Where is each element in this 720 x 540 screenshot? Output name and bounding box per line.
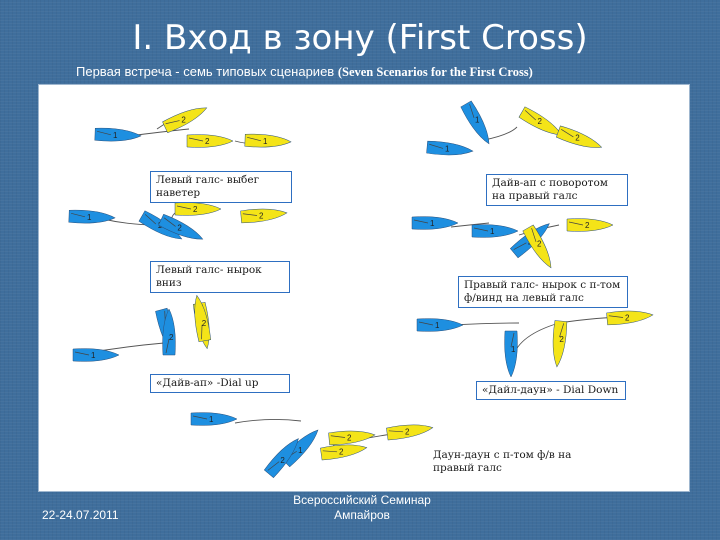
boat-yellow: 2 <box>186 134 234 148</box>
boat-blue: 1 <box>68 209 116 224</box>
scenario-panel: 122111221122211222122211122112222 Левый … <box>38 84 690 492</box>
boat-yellow: 2 <box>174 202 222 216</box>
svg-text:1: 1 <box>475 116 480 125</box>
wake <box>234 418 302 424</box>
boat-blue: 2 <box>158 213 204 240</box>
boat-yellow: 2 <box>240 208 288 224</box>
boat-blue: 1 <box>411 216 459 230</box>
boat-yellow: 2 <box>566 218 614 232</box>
boat-blue: 1 <box>460 100 490 145</box>
boat-blue: 1 <box>416 318 464 332</box>
footer-seminar-line2: Ампайров <box>334 508 390 522</box>
svg-text:2: 2 <box>177 223 182 232</box>
footer-date: 22-24.07.2011 <box>42 508 119 522</box>
scenario-label-3: Левый галс- нырок вниз <box>150 261 290 293</box>
boat-blue: 1 <box>94 127 142 142</box>
boat-blue: 2 <box>162 308 176 356</box>
svg-text:1: 1 <box>87 213 92 222</box>
boat-yellow: 2 <box>552 320 568 368</box>
boat-yellow: 2 <box>194 294 212 342</box>
boat-yellow: 1 <box>244 133 292 148</box>
boat-yellow: 2 <box>162 107 208 134</box>
slide-title: I. Вход в зону (First Cross) <box>132 18 588 58</box>
svg-text:2: 2 <box>405 428 410 437</box>
svg-text:2: 2 <box>339 448 344 457</box>
svg-text:2: 2 <box>625 313 630 322</box>
svg-text:1: 1 <box>430 219 435 228</box>
boat-yellow: 2 <box>518 106 563 136</box>
svg-text:2: 2 <box>259 211 264 220</box>
svg-text:2: 2 <box>538 117 543 126</box>
boat-yellow: 2 <box>320 444 368 461</box>
scenario-label-7: Даун-даун с п-том ф/в на правый галс <box>433 449 572 474</box>
boat-yellow: 2 <box>386 424 434 441</box>
svg-text:2: 2 <box>575 134 580 143</box>
scenario-label-2: Дайв-ап с поворотом на правый галс <box>486 174 628 206</box>
boat-blue: 1 <box>190 412 238 426</box>
footer-seminar: Всероссийский Семинар Ампайров <box>272 493 452 523</box>
svg-text:2: 2 <box>585 221 590 230</box>
scenario-diagram: 122111221122211222122211122112222 <box>68 100 654 479</box>
boat-blue: 1 <box>72 348 120 362</box>
wake <box>483 126 518 141</box>
svg-text:1: 1 <box>209 415 214 424</box>
boat-blue: 1 <box>504 330 518 378</box>
svg-text:1: 1 <box>490 227 495 236</box>
boat-yellow: 2 <box>328 430 376 446</box>
svg-text:1: 1 <box>91 351 96 360</box>
scenario-label-6: «Дайл-даун» - Dial Down <box>476 381 626 400</box>
scenario-label-4: Правый галс- нырок с п-том ф/винд на лев… <box>458 276 628 308</box>
svg-text:1: 1 <box>511 345 516 354</box>
scenario-label-1: Левый галс- выбег наветер <box>150 171 292 203</box>
wake <box>450 222 490 228</box>
svg-text:1: 1 <box>435 321 440 330</box>
svg-text:2: 2 <box>559 335 564 344</box>
wake <box>512 322 560 358</box>
boat-blue: 1 <box>426 140 474 156</box>
boat-blue: 1 <box>471 224 519 238</box>
svg-text:2: 2 <box>181 116 186 125</box>
svg-text:2: 2 <box>280 456 285 465</box>
svg-text:2: 2 <box>347 433 352 442</box>
slide-subtitle: Первая встреча - семь типовых сценариев … <box>76 64 533 80</box>
svg-text:1: 1 <box>445 145 450 154</box>
wake <box>136 128 190 136</box>
boat-yellow: 2 <box>522 224 552 269</box>
svg-text:2: 2 <box>169 333 174 342</box>
svg-text:1: 1 <box>263 137 268 146</box>
subtitle-ru: Первая встреча - семь типовых сценариев <box>76 64 335 79</box>
svg-text:1: 1 <box>113 131 118 140</box>
boat-yellow: 2 <box>555 125 603 148</box>
footer-seminar-line1: Всероссийский Семинар <box>293 493 431 507</box>
svg-text:1: 1 <box>298 446 303 455</box>
boat-yellow: 2 <box>606 310 654 326</box>
scenario-label-5: «Дайв-ап» -Dial up <box>150 374 290 393</box>
boat-blue: 2 <box>263 438 299 479</box>
subtitle-en: (Seven Scenarios for the First Cross) <box>337 65 533 79</box>
svg-text:2: 2 <box>202 319 207 328</box>
svg-text:2: 2 <box>205 137 210 146</box>
svg-text:2: 2 <box>537 240 542 249</box>
svg-text:2: 2 <box>193 205 198 214</box>
